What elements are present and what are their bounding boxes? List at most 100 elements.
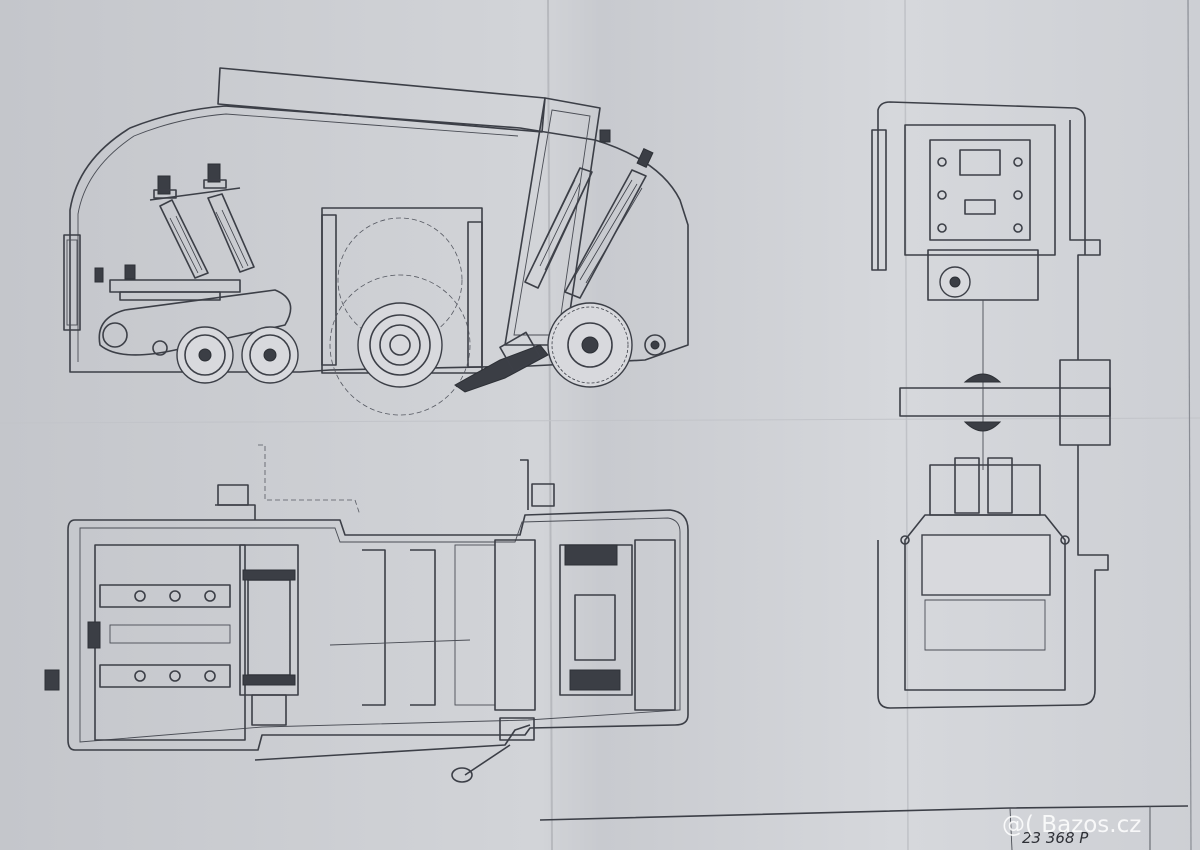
plan-dashed-guide [258,444,361,516]
central-drum-bore [389,334,411,356]
end-lower-clamp-1 [954,457,980,514]
left-end-plate [63,234,81,331]
end-bearing-center [949,276,961,288]
feed-wheel-1-hub [198,348,212,362]
right-gear-wheel [547,302,666,388]
end-bolt-6 [1013,223,1023,233]
plan-bolt-5 [169,670,181,682]
end-view [871,101,1111,709]
plan-right-shaft [574,594,616,661]
plan-guide-left [362,549,386,706]
end-top-mechanism [904,124,1056,256]
end-lower-frame [904,514,1066,691]
spring-column-1 [159,199,209,279]
right-spring-2 [564,169,647,299]
plan-left-handle [44,669,60,691]
plan-top-right-clamp [531,483,555,507]
gear-wheel-bore [581,336,599,354]
end-lower-collar [963,421,1002,432]
plan-bolt-3 [204,590,216,602]
adjusting-bar-lower [119,291,221,301]
end-lower-plate [921,534,1051,596]
right-spring-1 [524,167,593,289]
left-lever-mechanism [94,264,292,356]
plan-lever-knob [451,767,473,783]
right-spring-nut [636,147,654,169]
plan-top-right-post [520,459,529,510]
swing-arm-pivot [102,322,128,348]
right-spring-2-coils [574,179,643,284]
idler-pin [152,340,168,356]
feed-wheel-2-hub [263,348,277,362]
plan-roller-bearing-bottom [242,674,296,686]
plan-bottom-lever [254,724,531,761]
swing-arm [98,289,292,356]
plan-frame-outline [67,509,689,751]
spring-nut-1 [157,175,171,195]
end-shaft-housing [1059,359,1111,446]
end-top-slot [964,199,996,215]
plan-centerline [329,639,471,646]
cutter-holder [499,331,541,373]
spring-nut-2 [207,163,221,183]
plan-roller-end [251,694,287,726]
spring-column-1-coils [169,215,203,274]
plan-side-knob [87,621,101,649]
plan-guide-right [410,549,436,706]
spring-cap-1 [153,189,177,199]
end-top-cap [959,149,1001,176]
adjust-knob-left [94,267,104,283]
title-block-divider [1009,807,1013,850]
central-drum-ring [369,314,431,376]
watermark: @( Bazos.cz [1002,812,1141,838]
plan-right-housing [634,539,676,711]
central-box-left-flange [321,214,337,366]
housing-outline [69,105,689,373]
gear-wheel-teeth [551,306,629,384]
plan-roller-bearing-top [242,569,296,581]
right-spring-columns [524,129,654,299]
left-spring-columns [149,163,255,279]
plan-lever-pivot [499,717,535,741]
sheet-border-right [1187,0,1192,850]
plan-right-bearing-bottom [569,669,621,691]
plan-frame-inner [79,517,681,743]
end-lower-bolt-left [900,535,910,545]
adjust-knob-right [124,264,136,280]
end-right-rail-upper [1069,120,1101,360]
left-feed-wheels [152,326,299,384]
plan-right-bearing-top [564,544,618,566]
end-bolt-3 [937,190,947,200]
plan-lever-handle [464,744,511,776]
plan-side-rail [494,539,536,711]
end-lower-cavity [924,599,1046,651]
end-bolt-4 [1013,190,1023,200]
feed-wheel-1-rim [184,334,226,376]
end-bolt-2 [1013,157,1023,167]
spring-cap-2 [203,179,227,189]
tension-pulley-pin [650,340,660,350]
tension-pulley [644,334,666,356]
side-elevation-view [63,67,689,416]
gear-wheel-hub [567,322,613,368]
end-top-block [929,139,1031,241]
title-block: 23 368 P [539,805,1189,850]
housing-inner-line [77,113,519,362]
end-top-housing [877,101,1086,270]
plan-bolt-1 [134,590,146,602]
plan-bolt-6 [204,670,216,682]
right-spring-1-coils [534,179,586,271]
central-box-right-flange [467,221,483,368]
feed-wheel-2-rim [249,334,291,376]
plan-bolt-2 [169,590,181,602]
end-left-flange [871,129,887,271]
cutter-blade [454,344,549,393]
spring-column-2 [207,193,255,273]
fold-line-center [547,0,553,850]
plan-mid-shaft [109,624,231,644]
plan-view [44,444,689,783]
plan-upper-shaft [99,584,231,608]
plan-bolt-4 [134,670,146,682]
